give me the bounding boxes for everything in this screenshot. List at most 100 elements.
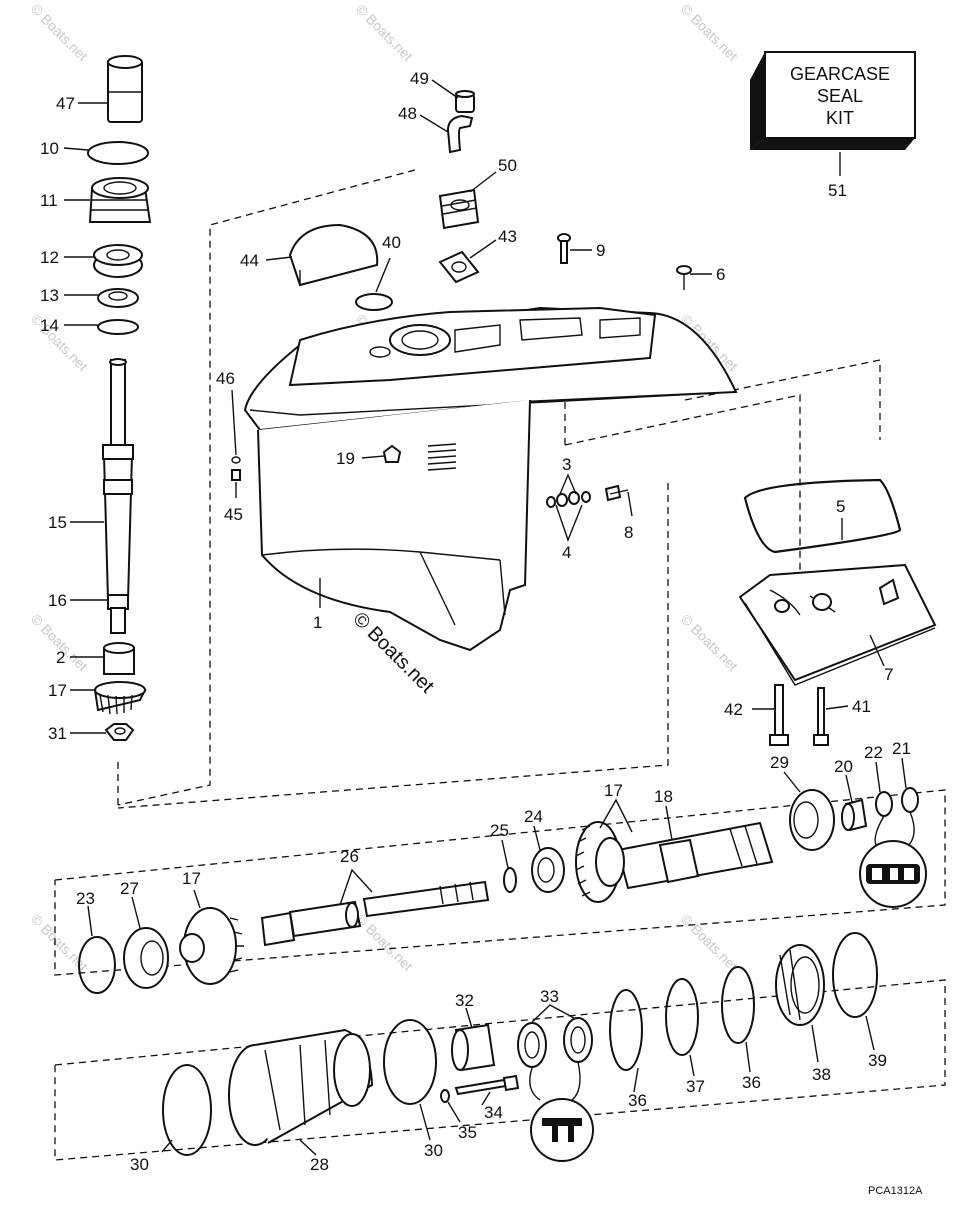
callout-5: 5 bbox=[836, 497, 845, 516]
cover-part bbox=[288, 223, 379, 287]
cover-plate-part bbox=[738, 563, 937, 686]
water-tube-seal-part bbox=[438, 188, 480, 230]
washer-set bbox=[546, 484, 629, 508]
callout-12: 12 bbox=[40, 248, 59, 267]
callout-36: 36 bbox=[628, 1091, 647, 1110]
callout-8: 8 bbox=[624, 523, 633, 542]
callout-17c: 17 bbox=[182, 869, 201, 888]
screw-part bbox=[557, 233, 571, 264]
seal-part bbox=[875, 791, 893, 817]
callout-39: 39 bbox=[868, 1051, 887, 1070]
fitting-parts bbox=[231, 456, 241, 481]
bearing-retainer-part bbox=[88, 177, 152, 223]
callout-30b: 30 bbox=[424, 1141, 443, 1160]
plug-part bbox=[382, 444, 402, 463]
watermark: © Boats.net bbox=[28, 311, 91, 374]
bevel-gear-part bbox=[179, 907, 244, 985]
callout-50: 50 bbox=[498, 156, 517, 175]
callout-11: 11 bbox=[40, 191, 58, 210]
propshaft-row bbox=[78, 787, 927, 994]
callout-37: 37 bbox=[686, 1077, 705, 1096]
seal-pair-part bbox=[517, 1017, 593, 1068]
vent-marks bbox=[427, 443, 457, 471]
side-cover-assembly bbox=[738, 478, 937, 746]
o-ring-part bbox=[383, 1019, 437, 1105]
needle-bearing-part bbox=[103, 642, 135, 675]
callout-9: 9 bbox=[596, 241, 605, 260]
top-parts bbox=[288, 90, 692, 311]
seal-part bbox=[97, 288, 139, 308]
callout-7: 7 bbox=[884, 665, 893, 684]
callout-35: 35 bbox=[458, 1123, 477, 1142]
watermark: © Boats.net bbox=[678, 911, 741, 974]
drive-sleeve-part bbox=[107, 55, 143, 123]
bolt-part bbox=[769, 684, 789, 746]
callout-22: 22 bbox=[864, 743, 883, 762]
plate-part bbox=[438, 250, 480, 284]
grease-tool-symbol bbox=[529, 1061, 594, 1162]
callout-32: 32 bbox=[455, 991, 474, 1010]
callout-1: 1 bbox=[313, 613, 322, 632]
callout-38: 38 bbox=[812, 1065, 831, 1084]
callout-13: 13 bbox=[40, 286, 59, 305]
callout-49: 49 bbox=[410, 69, 429, 88]
gearcase-housing-part bbox=[243, 306, 738, 652]
o-ring-part bbox=[87, 141, 149, 165]
washer-part bbox=[440, 1089, 450, 1103]
callout-14: 14 bbox=[40, 316, 59, 335]
callout-27: 27 bbox=[120, 879, 139, 898]
retaining-ring-part bbox=[665, 978, 699, 1056]
bearing-part bbox=[789, 789, 835, 851]
callout-47: 47 bbox=[56, 94, 75, 113]
bearing-carrier-nut-part bbox=[775, 944, 825, 1026]
propeller-shaft-part bbox=[616, 821, 774, 890]
kit-box-line1: GEARCASE bbox=[790, 64, 890, 84]
callout-41: 41 bbox=[852, 697, 871, 716]
o-ring-part bbox=[162, 1064, 212, 1156]
bolt-part bbox=[604, 484, 629, 502]
driveshaft-stack bbox=[87, 55, 152, 741]
kit-box-line3: KIT bbox=[826, 108, 854, 128]
callout-30: 30 bbox=[130, 1155, 149, 1174]
watermark: © Boats.net bbox=[678, 1, 741, 64]
watermark: © Boats.net bbox=[28, 1, 91, 64]
callout-46: 46 bbox=[216, 369, 235, 388]
watermark: © Boats.net bbox=[678, 611, 741, 674]
callout-51: 51 bbox=[828, 181, 847, 200]
callout-4: 4 bbox=[562, 543, 571, 562]
bearing-part bbox=[531, 847, 565, 893]
bevel-gear-part bbox=[575, 821, 625, 903]
retaining-ring-part bbox=[609, 989, 643, 1071]
watermark: © Boats.net bbox=[353, 1, 416, 64]
callout-19: 19 bbox=[336, 449, 355, 468]
callout-42: 42 bbox=[724, 700, 743, 719]
grease-tool-symbol bbox=[859, 811, 927, 908]
needle-bearing-part bbox=[841, 798, 868, 832]
driveshaft-part bbox=[102, 358, 134, 634]
shift-shaft-part bbox=[260, 880, 490, 947]
callout-labels: 47 10 11 12 13 14 15 16 2 17 31 49 48 50… bbox=[40, 69, 911, 1174]
callout-16: 16 bbox=[48, 591, 67, 610]
callout-18: 18 bbox=[654, 787, 673, 806]
callout-6: 6 bbox=[716, 265, 725, 284]
screw-part bbox=[676, 265, 692, 290]
callout-48: 48 bbox=[398, 104, 417, 123]
callout-31: 31 bbox=[48, 724, 67, 743]
callout-2: 2 bbox=[56, 648, 65, 667]
needle-bearing-part bbox=[451, 1023, 496, 1072]
retaining-ring-part bbox=[503, 867, 517, 893]
callout-45: 45 bbox=[224, 505, 243, 524]
water-tube-part bbox=[446, 114, 474, 154]
callout-21: 21 bbox=[892, 739, 911, 758]
seal-part bbox=[901, 787, 919, 813]
callout-20: 20 bbox=[834, 757, 853, 776]
gasket-part bbox=[743, 478, 902, 554]
callout-17: 17 bbox=[48, 681, 67, 700]
callout-25: 25 bbox=[490, 821, 509, 840]
shim-ring-part bbox=[97, 319, 139, 335]
bolt-part bbox=[813, 687, 829, 746]
shim-part bbox=[78, 936, 116, 994]
callout-33: 33 bbox=[540, 987, 559, 1006]
o-ring-part bbox=[355, 293, 393, 311]
